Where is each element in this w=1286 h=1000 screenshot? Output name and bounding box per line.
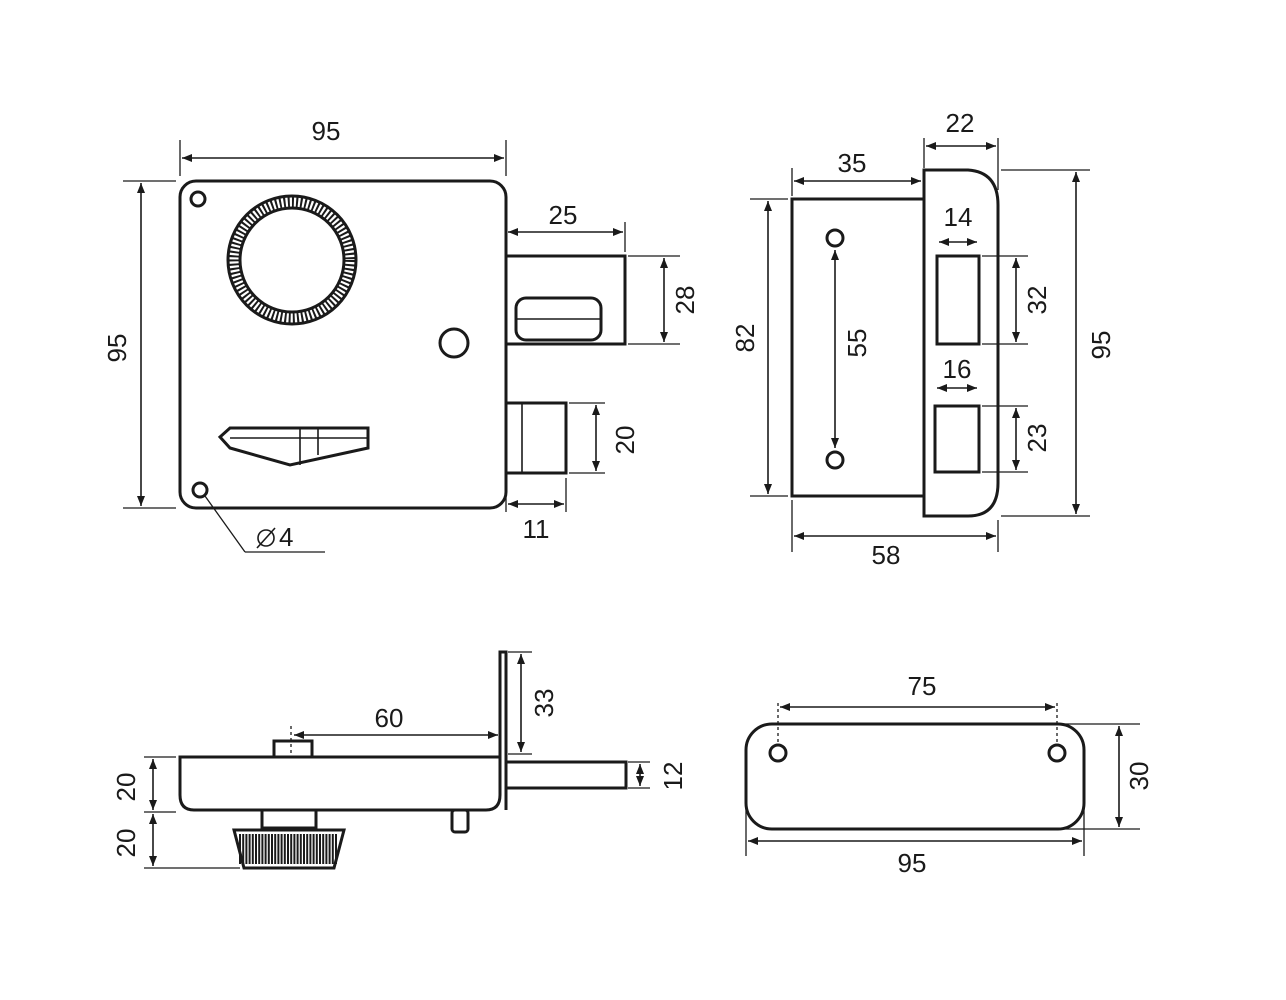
strike-plate-outline	[744, 722, 1086, 831]
top-stud	[450, 808, 470, 834]
thumb-turn	[217, 426, 370, 467]
dim-plate-width: 95	[898, 848, 927, 878]
dim-faceplate-thickness: 22	[946, 108, 975, 138]
dim-plate-hole-spacing: 75	[908, 671, 937, 701]
dim-latch-height: 20	[610, 426, 640, 455]
side-body-outline	[790, 197, 924, 498]
keeper-slot-bottom	[933, 404, 981, 474]
dim-keeper-width-bottom: 16	[943, 354, 972, 384]
knurl-pattern	[239, 834, 337, 864]
dim-top-offset: 60	[375, 703, 404, 733]
side-hole-bottom	[825, 450, 845, 470]
side-faceplate-outline	[922, 168, 1000, 518]
spindle-hole	[438, 327, 470, 359]
dim-bolt-thickness: 12	[658, 762, 688, 791]
plate-hole-right	[1047, 743, 1067, 763]
mounting-hole-bottom	[191, 481, 209, 499]
front-view: 95 95 25 28 20 11 4	[102, 116, 700, 553]
dim-side-overall-height: 95	[1086, 331, 1116, 360]
dim-latch-length: 11	[523, 514, 550, 544]
knob-neck	[260, 808, 318, 830]
mounting-hole-top	[189, 190, 207, 208]
dim-keeper-width-top: 14	[944, 202, 973, 232]
top-flange	[498, 650, 508, 810]
top-case-outline	[178, 755, 502, 812]
dim-side-body-length: 35	[838, 148, 867, 178]
dim-front-height: 95	[102, 334, 132, 363]
dim-plate-height: 30	[1124, 762, 1154, 791]
dim-knob-height: 20	[111, 829, 141, 858]
keeper-slot-top	[935, 254, 981, 346]
top-pin	[272, 739, 314, 759]
side-view: 35 22 14 32 16 23 82 55 95	[730, 108, 1116, 570]
dim-bolt-length: 25	[549, 200, 578, 230]
deadbolt	[504, 254, 627, 346]
dim-keeper-height-bottom: 23	[1022, 424, 1052, 453]
dim-side-body-height: 82	[730, 324, 760, 353]
top-bolt	[504, 760, 628, 790]
dim-hole-diameter: 4	[279, 522, 293, 552]
dim-front-width: 95	[312, 116, 341, 146]
dim-side-overall-depth: 58	[872, 540, 901, 570]
dim-flange-height: 33	[529, 689, 559, 718]
dim-case-thickness: 20	[111, 773, 141, 802]
dim-side-hole-spacing: 55	[842, 329, 872, 358]
diameter-symbol-icon	[256, 527, 276, 549]
dim-bolt-height: 28	[670, 286, 700, 315]
cylinder-ring	[226, 194, 358, 326]
side-hole-top	[825, 228, 845, 248]
dim-keeper-height-top: 32	[1022, 286, 1052, 315]
plate-view: 75 95 30	[744, 671, 1154, 878]
plate-hole-left	[768, 743, 788, 763]
top-view: 60 33 20 20 12	[111, 650, 688, 870]
latch-bolt	[504, 401, 568, 475]
